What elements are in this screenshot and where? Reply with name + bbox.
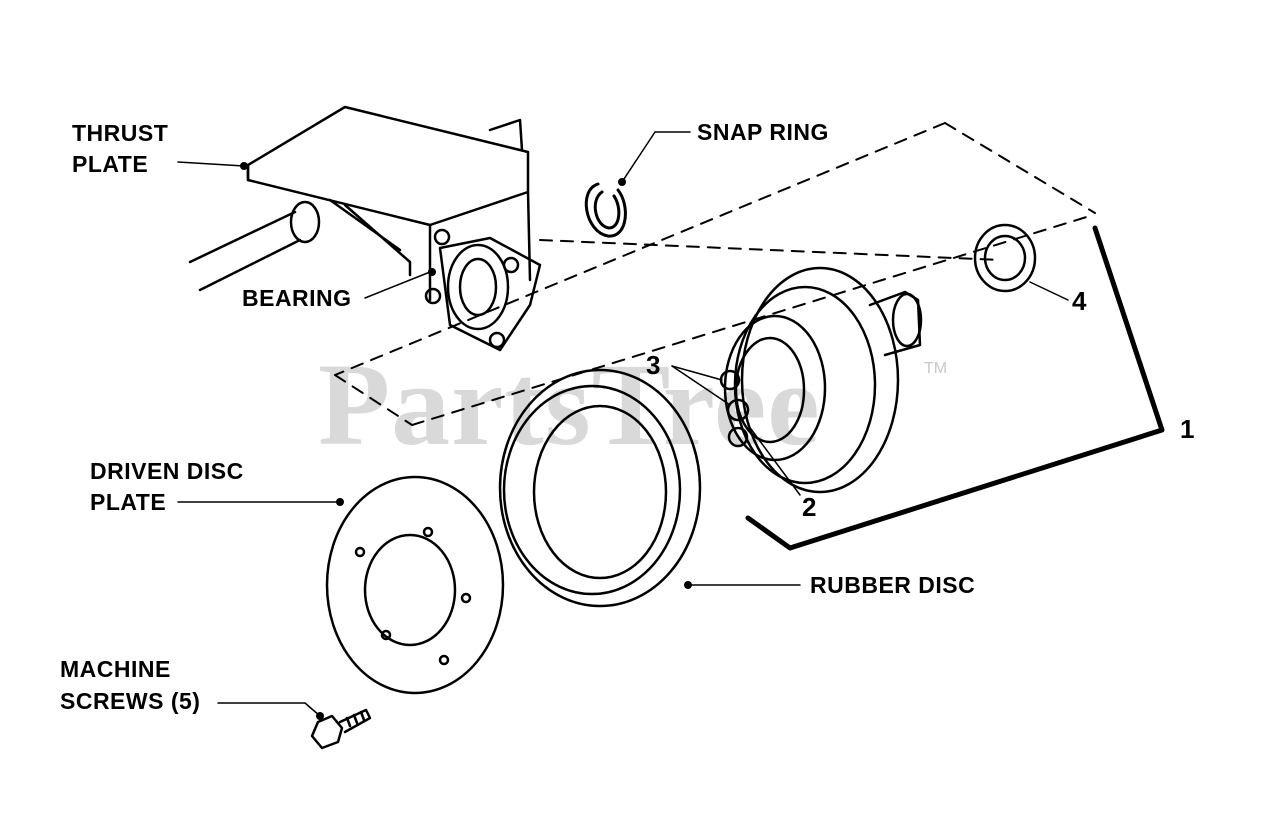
callout-number-4: 4 (1072, 286, 1087, 316)
thrust-plate-label-line2: PLATE (72, 151, 149, 177)
driven-disc-plate-part (325, 475, 505, 695)
snap-ring-part (584, 182, 627, 238)
machine-screw-part (310, 708, 372, 750)
callout-dots (240, 162, 692, 720)
rubber-disc-part (498, 368, 702, 608)
hub-assembly-part (719, 266, 923, 494)
item1-bracket (745, 225, 1165, 551)
washer-part (973, 223, 1037, 293)
driven-disc-plate-label-line1: DRIVEN DISC (90, 458, 244, 484)
callout-number-1: 1 (1180, 414, 1195, 444)
callout-number-2: 2 (802, 492, 817, 522)
callout-number-3: 3 (646, 350, 661, 380)
trademark-mark: TM (924, 360, 948, 377)
machine-screws-label-line2: SCREWS (5) (60, 688, 201, 714)
snap-ring-label: SNAP RING (697, 119, 829, 145)
thrust-plate-label-line1: THRUST (72, 120, 169, 146)
machine-screws-label-line1: MACHINE (60, 656, 171, 682)
callout-leader-lines (177, 131, 1069, 717)
driven-disc-plate-label-line2: PLATE (90, 489, 167, 515)
bearing-label: BEARING (242, 285, 352, 311)
bearing-part (424, 228, 542, 352)
thrust-plate-part (188, 105, 532, 302)
rubber-disc-label: RUBBER DISC (810, 572, 976, 598)
